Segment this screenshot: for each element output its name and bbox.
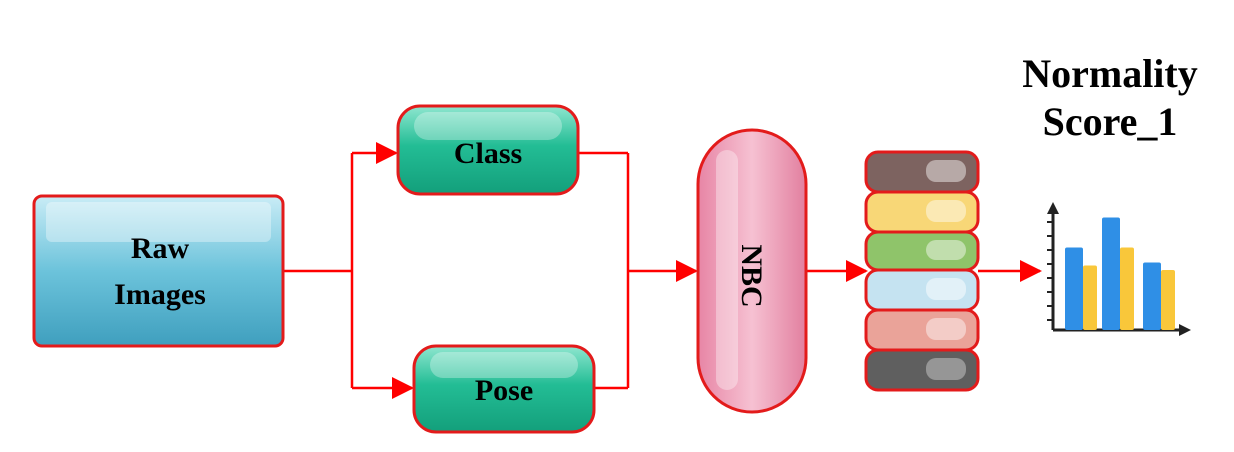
stack-layer-1 — [864, 150, 980, 194]
nbc-capsule: NBC — [696, 128, 808, 414]
raw-images-box: Raw Images — [32, 194, 285, 348]
connectors — [283, 142, 1042, 399]
chart-icon-bar-yellow-1 — [1083, 265, 1097, 330]
bar-chart-icon — [1047, 202, 1191, 336]
class-label: Class — [454, 137, 522, 170]
chart-icon-bar-blue-2 — [1102, 217, 1120, 330]
normality-score-title-line1: Normality — [1022, 51, 1198, 96]
chart-icon-bar-yellow-2 — [1120, 247, 1134, 330]
pose-label: Pose — [475, 374, 533, 407]
stack-layer-6 — [864, 348, 980, 392]
stack-layer-2 — [864, 190, 980, 234]
class-box: Class — [396, 104, 580, 196]
feature-stack — [864, 150, 980, 392]
raw-images-label-line2: Images — [114, 278, 206, 311]
chart-icon-bar-yellow-3 — [1161, 270, 1175, 330]
nbc-label: NBC — [735, 244, 768, 307]
normality-score-title-line2: Score_1 — [1042, 99, 1178, 144]
stack-layer-3 — [864, 230, 980, 272]
normality-score-title: Normality Score_1 — [1000, 50, 1220, 146]
pose-box: Pose — [412, 344, 596, 434]
chart-icon-bars — [1065, 217, 1175, 330]
raw-images-label-line1: Raw — [131, 232, 190, 265]
chart-icon-bar-blue-1 — [1065, 247, 1083, 330]
stack-layer-4 — [864, 268, 980, 312]
stack-layer-5 — [864, 308, 980, 352]
chart-icon-bar-blue-3 — [1143, 262, 1161, 330]
